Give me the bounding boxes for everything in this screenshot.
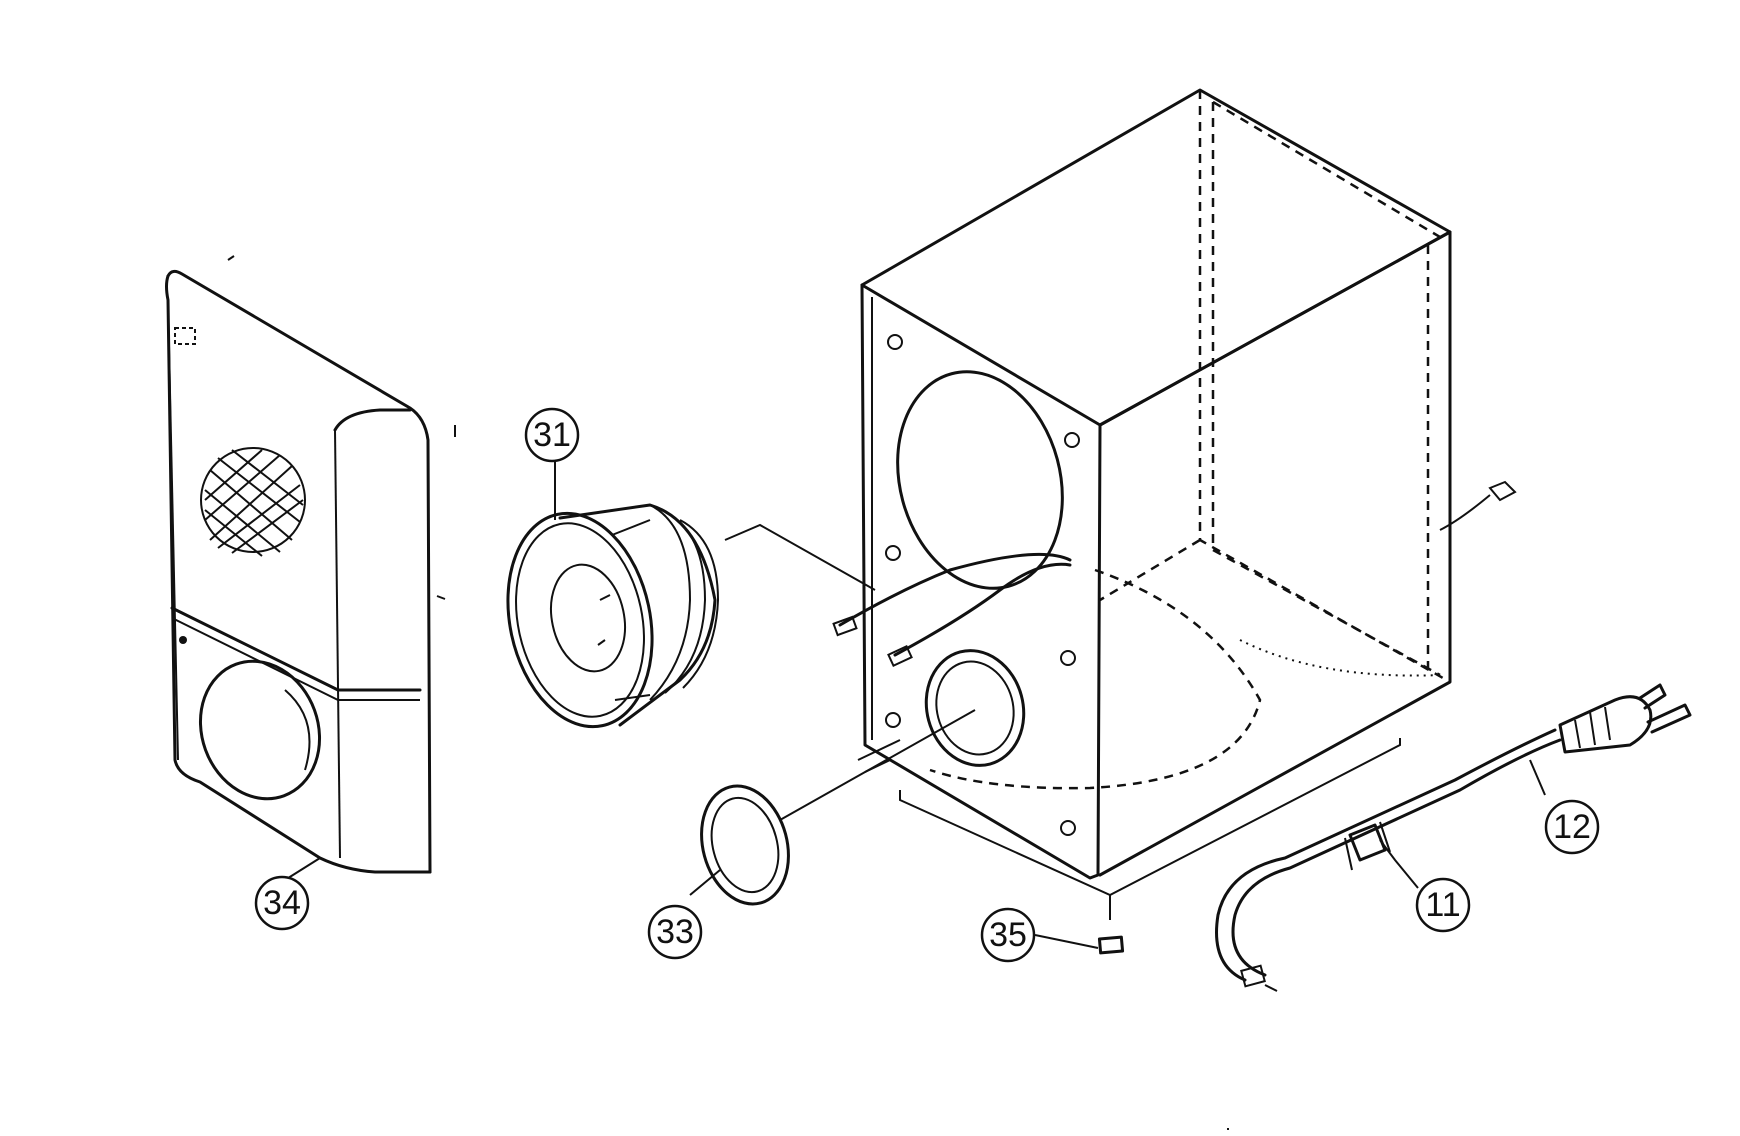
front-port-hole — [198, 659, 322, 801]
cabinet-woofer-hole — [896, 370, 1064, 590]
callout-11: 11 — [1415, 877, 1471, 933]
screw-holes — [885, 334, 1080, 836]
callout-31: 31 — [524, 407, 580, 463]
callout-33: 33 — [647, 904, 703, 960]
callout-label: 12 — [1553, 808, 1591, 846]
power-cord — [1215, 683, 1692, 992]
callout-34: 34 — [254, 875, 310, 931]
callout-label: 33 — [656, 913, 694, 951]
callout-label: 34 — [263, 884, 301, 922]
callout-35: 35 — [980, 907, 1036, 963]
callout-label: 31 — [533, 416, 571, 454]
woofer-driver — [506, 503, 720, 729]
front-cover — [165, 255, 456, 874]
callout-label: 11 — [1425, 886, 1460, 924]
foot-pad — [1097, 935, 1125, 955]
callout-12: 12 — [1544, 799, 1600, 855]
woofer-wires — [724, 523, 1072, 667]
cabinet-port-hole — [924, 649, 1026, 767]
grille-mesh — [200, 447, 306, 557]
speaker-cabinet — [860, 88, 1517, 920]
callout-label: 35 — [989, 916, 1027, 954]
port-ring — [700, 709, 976, 906]
